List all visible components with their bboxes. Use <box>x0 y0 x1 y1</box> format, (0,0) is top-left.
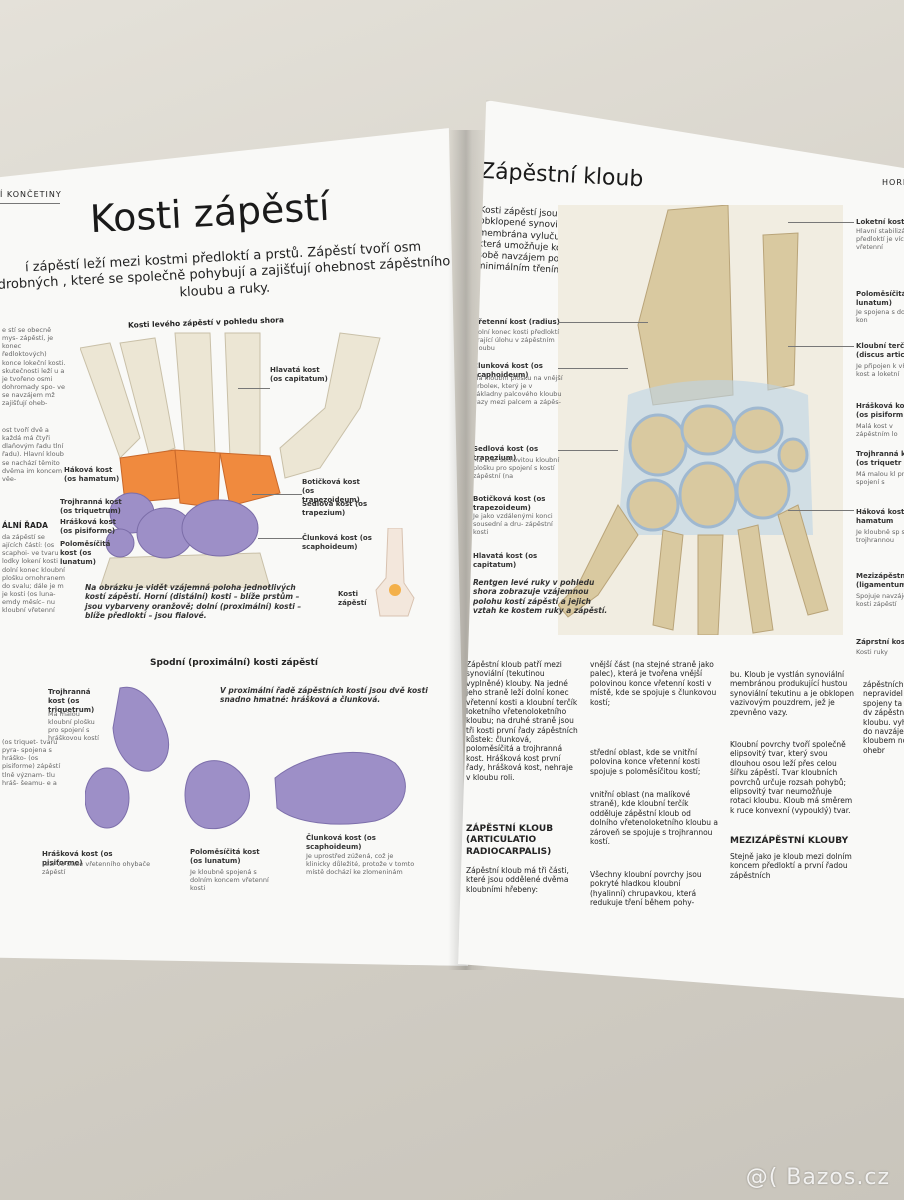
body-col1b: Zápěstní kloub má tři části, které jsou … <box>466 866 569 894</box>
label-hraskova-r: Hrášková kost (os pisiform <box>856 402 904 419</box>
section-heading-alni-rada: ÁLNÍ ŘADA <box>2 521 48 530</box>
label-trojhranna-kost: Trojhranná kost (os triquetrum) <box>60 498 122 515</box>
label-kloubni-tercik-text: Je připojen k vřetenní kost a loketní <box>856 362 904 379</box>
label-polomesicita-r-text: Je spojena s dolním kon <box>856 308 904 325</box>
bone-clunkova-text: Je uprostřed zúžená, což je klinicky důl… <box>306 852 415 877</box>
fig1-caption: Na obrázku je vidět vzájemná poloha jedn… <box>85 583 302 621</box>
pisiform-bone <box>85 767 130 829</box>
fig2-intro: V proximální řadě zápěstních kostí jsou … <box>220 686 428 705</box>
body-col2-item-3: vnitřní oblast (na malíkové straně), kde… <box>590 790 718 846</box>
scaphoid-bone <box>274 751 406 825</box>
left-page: Í KONČETINY Kosti zápěstí í zápěstí leží… <box>0 128 468 966</box>
body-col3: bu. Kloub je vystlán synoviální membráno… <box>730 670 855 717</box>
leader-clunkova <box>258 538 302 539</box>
wrist-bones-illustration <box>80 332 381 588</box>
ulna-bone <box>762 232 799 391</box>
leader-scaphoid <box>558 368 628 369</box>
label-vretenni-kost-text: Dolní konec kosti předloktí hrající úloh… <box>473 328 560 353</box>
label-trojhranna-r-text: Má malou kl pro spojení s <box>856 470 904 487</box>
bone-trojhranna-text: Má malou kloubní plošku pro spojení s hr… <box>48 710 99 743</box>
leader-radius <box>558 322 648 323</box>
bone-polomesicita-text: Je kloubně spojená s dolním koncem vřete… <box>190 868 269 893</box>
label-clunkova-kost-r: Člunková kost (os scaphoideum) <box>473 362 543 379</box>
body-col3c: Stejně jako je kloub mezi dolním koncem … <box>730 852 852 880</box>
label-botickova-kost: Botičková kost (os trapezoideum) <box>302 478 360 504</box>
heading-mezizapestni-klouby: MEZIZÁPĚSTNÍ KLOUBY <box>730 836 849 846</box>
label-kloubni-tercik: Kloubní terčík (discus articu <box>856 342 904 359</box>
label-clunkova-kost-r-text: Má kloubní plošku na vnější hrboleк, kte… <box>473 374 563 407</box>
label-mezizapestni: Mezizápěstní (ligamentum <box>856 572 904 589</box>
label-mezizapestni-text: Spojuje navzájem kosti zápěstí <box>856 592 904 609</box>
bone-clunkova-title: Člunková kost (os scaphoideum) <box>306 834 376 851</box>
col-text-4: (os triquet- tvaru pyra- spojena s hrášk… <box>2 738 61 787</box>
label-botickova-kost-r: Botičková kost (os trapezoideum) <box>473 495 546 512</box>
label-hakova-kost: Háková kost (os hamatum) <box>64 466 120 483</box>
leader-trapezium <box>558 450 618 451</box>
label-hakova-r: Háková kost (os hamatum <box>856 508 904 525</box>
label-sedlova-kost-r: Sedlová kost (os trapezium) <box>473 445 539 462</box>
bone-hraskova-title: Hrášková kost (os pisiforme) <box>42 850 113 867</box>
label-zaprstni-kost: Záprstní kost <box>856 638 904 646</box>
leader-hamate <box>788 510 854 511</box>
body-col2b: Všechny kloubní povrchy jsou pokryté hla… <box>590 870 702 908</box>
xray-caption: Rentgen levé ruky v pohledu shora zobraz… <box>473 578 608 616</box>
body-col4: zápěstních kosti nepravidel sou spojeny … <box>863 680 904 755</box>
heading-zapestni-kloub: ZÁPĚSTNÍ KLOUB (ARTICULATIO RADIOCARPALI… <box>466 824 554 857</box>
bazos-watermark: @( Bazos.cz <box>745 1165 890 1190</box>
label-trojhranna-r: Trojhranná kos (os triquetr <box>856 450 904 467</box>
body-col1: Zápěstní kloub patří mezi synoviální (te… <box>466 660 578 782</box>
label-sedlova-kost: Sedlová kost (os trapezium) <box>302 500 368 517</box>
bone-hraskova-text: Leží ve šlaze vřetenního ohybače zápěstí <box>42 860 151 877</box>
running-head-left: Í KONČETINY <box>0 190 62 199</box>
label-vretenni-kost: Vřetenní kost (radius) <box>473 318 560 326</box>
label-sedlova-kost-r-text: Má tvar sedlovitou kloubní plošku pro sp… <box>473 456 560 481</box>
hand-thumbnail-illustration <box>375 528 415 617</box>
label-polomesicita-kost: Poloměsíčitá kost (os lunatum) <box>60 540 111 566</box>
intro-left: í zápěstí leží mezi kostmi předloktí a p… <box>0 239 451 300</box>
label-hlavata-kost-r: Hlavatá kost (os capitatum) <box>473 552 538 569</box>
page-title-left: Kosti zápěstí <box>88 184 331 242</box>
label-polomesicita-r: Poloměsíčitá (os lunatum) <box>856 290 904 307</box>
label-hraskova-kost: Hrášková kost (os pisiforme) <box>60 518 116 535</box>
leader-ulna <box>788 222 854 223</box>
leader-hlavata <box>238 388 270 389</box>
fig2-title: Spodní (proximální) kosti zápěstí <box>150 658 318 668</box>
label-loketni-kost-text: Hlavní stabilizátor předloktí je více vř… <box>856 227 904 252</box>
right-page: Zápěstní kloub HORN Kosti zápěstí jsou p… <box>458 100 904 1000</box>
body-col2-item-1: vnější část (na stejné straně jako palec… <box>590 660 717 707</box>
label-loketni-kost: Loketní kost <box>856 218 904 226</box>
triquetrum-bone <box>112 686 170 772</box>
lunate-bone <box>184 760 250 830</box>
label-hraskova-r-text: Malá kost v zápěstním lo <box>856 422 898 439</box>
head-rule <box>0 203 60 204</box>
label-hakova-r-text: Je kloubně sp s trojhrannou <box>856 528 904 545</box>
page-title-right: Zápěstní kloub <box>479 158 644 193</box>
leader-disc <box>788 346 854 347</box>
label-clunkova-kost: Člunková kost (os scaphoideum) <box>302 534 372 551</box>
col-text-1: e stí se obecně mys- zápěstí, je konec ř… <box>2 326 66 408</box>
body-col3b: Kloubní povrchy tvoří společně elipsovit… <box>730 740 853 815</box>
label-zaprstni-kost-text: Kosti ruky <box>856 648 888 656</box>
body-col2-item-2: střední oblast, kde se vnitřní polovina … <box>590 748 701 776</box>
running-head-right: HORN <box>882 178 904 187</box>
wrist-xray-illustration <box>558 205 843 635</box>
proximal-bones-illustration <box>85 686 406 830</box>
bone-polomesicita-title: Poloměsíčitá kost (os lunatum) <box>190 848 260 865</box>
leader-botickova <box>252 494 302 495</box>
label-kosti-zapesti: Kosti zápěstí <box>338 590 367 607</box>
label-botickova-kost-r-text: Je jako vzdálenými konci sousední a dru-… <box>473 512 553 537</box>
label-hlavata-kost: Hlavatá kost (os capitatum) <box>270 366 328 383</box>
col-text-3: da zápěstí se ajících částí: (os scaphoi… <box>2 533 65 615</box>
bone-trojhranna-title: Trojhranná kost (os triquetrum) <box>48 688 95 714</box>
col-text-2: ost tvoří dvě a každá má čtyři dlaňovým … <box>2 426 64 483</box>
